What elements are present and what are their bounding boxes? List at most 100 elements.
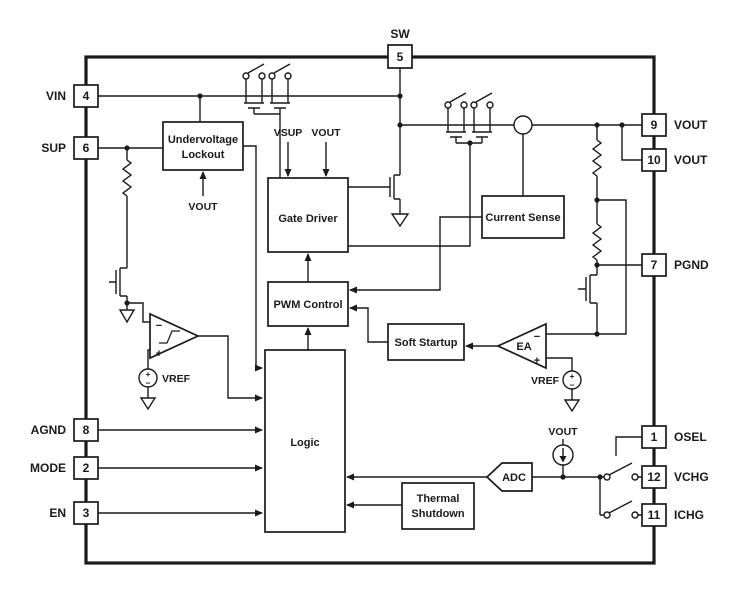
junction-dot — [197, 93, 203, 99]
switch-contact — [603, 473, 611, 481]
resistor-symbols — [121, 139, 603, 261]
pin-box — [641, 148, 667, 172]
ea-symbol — [495, 322, 547, 370]
current-sense-element-symbol — [513, 115, 533, 135]
switch-contact — [460, 101, 468, 109]
junction-dots — [124, 93, 625, 480]
pin-ichg: 11 ICHG — [641, 503, 704, 527]
error-amplifier: − + EA — [495, 322, 547, 370]
comparator-symbol — [149, 312, 201, 360]
pin-vout-10: 10 VOUT — [641, 148, 708, 172]
junction-dot — [597, 474, 603, 480]
wire — [348, 170, 401, 214]
gate-driver-block: Gate Driver VSUP VOUT — [267, 127, 349, 253]
junction-dot — [594, 122, 600, 128]
plus-sign: + — [146, 369, 151, 379]
pin-osel: 1 OSEL — [641, 425, 707, 449]
pin-sw: 5 SW — [387, 27, 413, 69]
pin-number: 11 — [648, 508, 661, 522]
pin-box — [641, 465, 667, 489]
vref-label: VREF — [162, 373, 191, 385]
feedback-resistor-bottom-symbol — [591, 223, 603, 261]
logic-box — [264, 349, 346, 533]
pin-number: 1 — [651, 430, 658, 444]
soft-startup-box — [387, 323, 465, 361]
switch-contact — [631, 511, 639, 519]
pin-vout-9: 9 VOUT — [641, 113, 708, 137]
switch-contact — [486, 101, 494, 109]
hysteresis-icon — [159, 330, 180, 344]
current-sense-label: Current Sense — [485, 212, 560, 224]
thermal-shutdown-box — [401, 482, 475, 530]
ground-symbol — [563, 399, 581, 413]
wire — [532, 436, 642, 516]
soft-startup-block: Soft Startup — [387, 323, 465, 361]
hysteretic-comparator: − + — [149, 312, 201, 360]
switch-contact — [268, 72, 276, 80]
adc-shape — [485, 462, 533, 492]
thermal-label-line1: Thermal — [417, 493, 460, 505]
pwm-control-box — [267, 281, 349, 327]
pin-label: VOUT — [674, 153, 708, 167]
voltage-source-symbol — [562, 370, 582, 390]
uvlo-vout-label: VOUT — [188, 201, 218, 213]
comparator-to-logic-wire — [198, 335, 263, 402]
uvlo-box — [162, 121, 244, 171]
pin-label: VOUT — [674, 118, 708, 132]
gate-driver-box — [267, 177, 349, 253]
thermal-shutdown-block: Thermal Shutdown — [401, 482, 475, 530]
pin-number: 10 — [647, 153, 661, 167]
pin-box — [73, 418, 99, 442]
vsup-label: VSUP — [274, 127, 303, 139]
switch-contact — [444, 101, 452, 109]
pin-vchg: 12 VCHG — [641, 465, 709, 489]
feedback-resistor-top-symbol — [591, 139, 603, 177]
uvlo-to-logic-wire — [243, 145, 263, 372]
ea-label: EA — [516, 341, 531, 353]
voltage-source-symbol — [138, 368, 158, 388]
pin-box — [641, 253, 667, 277]
pin-sup: 6 SUP — [41, 136, 99, 160]
junction-dot — [619, 122, 625, 128]
wire — [546, 125, 642, 400]
switch-contact — [258, 72, 266, 80]
vref-source-left: + − VREF — [138, 368, 191, 388]
switch-contacts — [242, 72, 639, 519]
junction-dot — [594, 197, 600, 203]
pin-label: PGND — [674, 258, 709, 272]
signal-arrows — [98, 142, 498, 517]
pin-number: 2 — [83, 461, 90, 475]
switch-contact — [631, 473, 639, 481]
pin-label: EN — [49, 506, 66, 520]
plus-sign: + — [534, 355, 540, 367]
junction-dot — [594, 262, 600, 268]
minus-sign: − — [156, 320, 162, 332]
pwm-control-block: PWM Control — [267, 281, 349, 327]
currentsense-to-pwm-wire — [349, 216, 482, 294]
pin-label: SUP — [41, 141, 66, 155]
pwm-control-label: PWM Control — [273, 299, 342, 311]
pin-number: 4 — [83, 89, 90, 103]
pin-number: 3 — [83, 506, 90, 520]
ground-symbol — [390, 213, 410, 228]
switch-contact — [603, 511, 611, 519]
adc-label: ADC — [502, 472, 526, 484]
pin-number: 9 — [651, 118, 658, 132]
thermal-label-line2: Shutdown — [411, 508, 464, 520]
vref-label: VREF — [531, 375, 560, 387]
wire — [109, 148, 151, 398]
pin-number: 8 — [83, 423, 90, 437]
junction-dot — [397, 122, 403, 128]
pin-label: AGND — [31, 423, 67, 437]
gate-driver-label: Gate Driver — [278, 213, 338, 225]
pin-box — [641, 113, 667, 137]
open-arrow-symbol — [118, 309, 136, 324]
plus-sign: + — [570, 371, 575, 381]
pin-label: VCHG — [674, 470, 709, 484]
wires — [98, 63, 642, 516]
pin-label: VIN — [46, 89, 66, 103]
minus-sign: − — [534, 331, 540, 343]
vref-source-right: + − VREF — [531, 370, 582, 390]
